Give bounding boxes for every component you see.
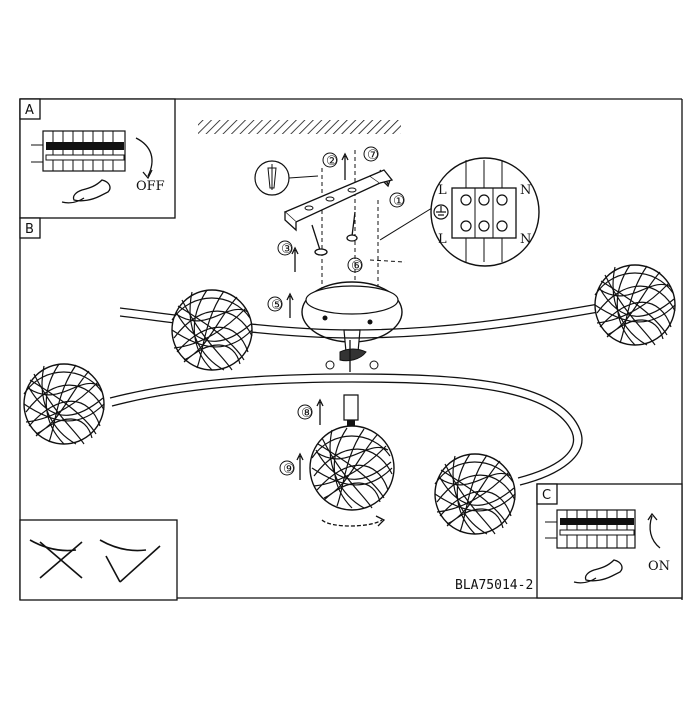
globe-right [434, 453, 516, 535]
step-5: ⑤ [267, 296, 283, 313]
svg-text:①: ① [393, 194, 405, 209]
globe-left [23, 363, 105, 445]
breaker-block-a [31, 130, 126, 172]
mounting-bracket [283, 169, 394, 232]
panel-c: C ON [536, 483, 683, 599]
svg-text:②: ② [326, 154, 338, 169]
panel-c-tag [536, 483, 558, 505]
panel-c-label: C [542, 488, 551, 503]
globe-top-right [594, 264, 676, 346]
svg-text:⑥: ⑥ [351, 259, 363, 274]
no-touch-panel [19, 519, 178, 601]
globe-top-left [171, 289, 253, 371]
step-9: ⑨ [279, 460, 295, 477]
bulb-holder [343, 394, 359, 426]
terminal-label-l-bottom: L [438, 232, 447, 247]
terminal-block-detail: L N L N [379, 157, 540, 267]
ceiling-hatch-icon [198, 120, 401, 134]
ceiling-canopy [301, 281, 403, 370]
model-code: BLA75014-2 [455, 578, 533, 593]
panel-b-tag [19, 217, 41, 239]
panel-a: A OFF [19, 98, 176, 219]
terminal-label-l-top: L [438, 183, 447, 198]
step-3: ③ [277, 240, 293, 257]
panel-a-label: A [25, 103, 34, 118]
plug-icon [254, 160, 319, 196]
svg-text:⑨: ⑨ [283, 462, 295, 477]
step-8: ⑧ [297, 404, 313, 421]
terminal-label-n-top: N [520, 183, 531, 198]
no-touch-icon [29, 539, 161, 583]
globe-center [309, 425, 395, 511]
rotation-arrow-icon [321, 519, 383, 527]
earth-icon [433, 204, 449, 220]
svg-text:⑦: ⑦ [367, 148, 379, 163]
svg-text:⑧: ⑧ [301, 406, 313, 421]
step-1: ① [389, 192, 405, 209]
step-7: ⑦ [363, 146, 379, 163]
off-label: OFF [136, 179, 165, 194]
svg-text:③: ③ [281, 242, 293, 257]
terminal-label-n-bottom: N [520, 232, 531, 247]
rotation-arrow-icon [135, 137, 153, 177]
panel-b-label: B [25, 222, 34, 237]
rotation-arrow-icon [649, 515, 661, 549]
step-2: ② [322, 152, 338, 169]
breaker-block-c [545, 509, 636, 549]
panel-a-tag [19, 98, 41, 120]
svg-text:⑤: ⑤ [271, 298, 283, 313]
on-label: ON [648, 559, 670, 574]
screw-icon [311, 211, 358, 256]
